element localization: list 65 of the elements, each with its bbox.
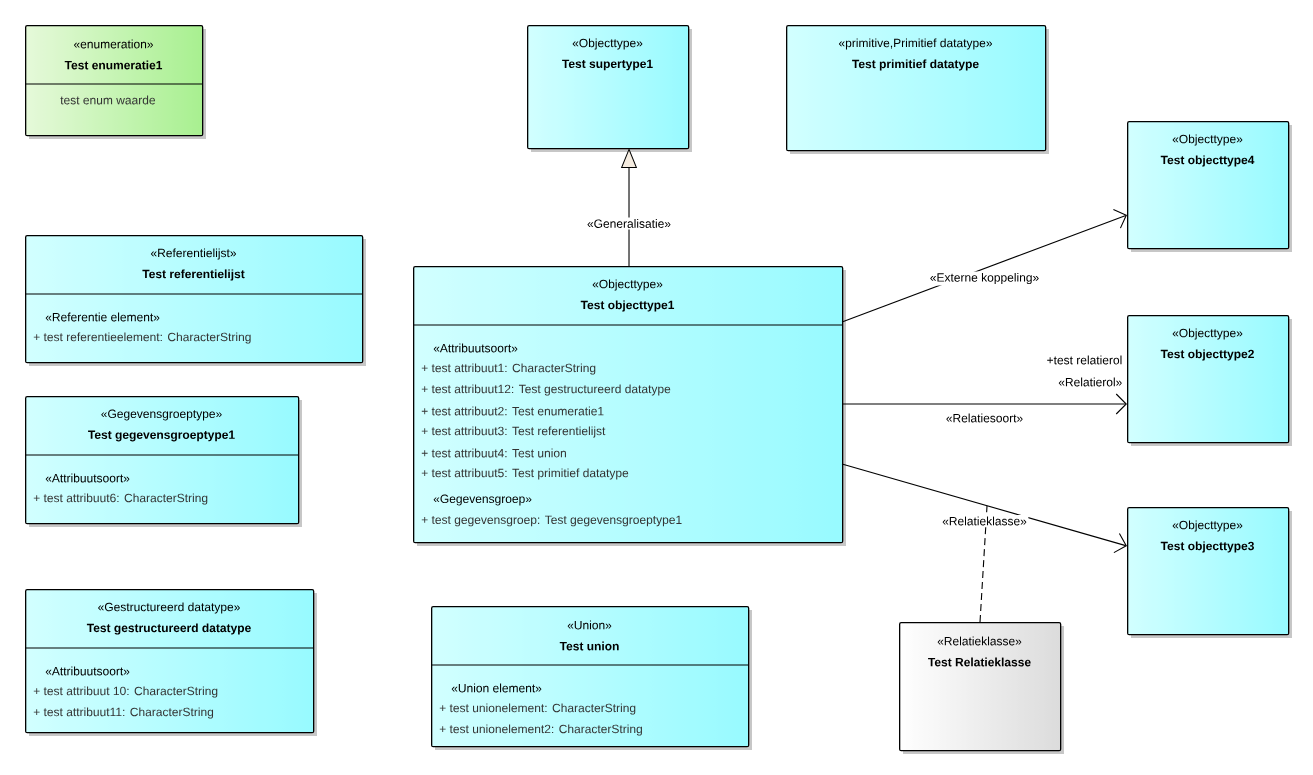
stereotype-label: «Objecttype»	[572, 38, 643, 50]
class-name: Test supertype1	[562, 59, 653, 71]
stereotype-label: «Objecttype»	[1172, 328, 1243, 340]
stereotype-label: «enumeration»	[73, 39, 154, 49]
stereotype-label: «Relatieklasse»	[937, 636, 1022, 646]
attribute-text: + test attribuut12: Test gestructureerd datatype	[421, 384, 671, 396]
compartment-heading: «Referentie element»	[45, 312, 160, 322]
edge-label: «Relatieklasse»	[940, 515, 1029, 527]
edge-label: «Relatiesoort»	[944, 412, 1025, 424]
attribute-text: + test unionelement: CharacterString	[439, 703, 636, 715]
class-name: Test objecttype4	[1160, 155, 1255, 167]
attribute-text: test enum waarde	[60, 95, 156, 105]
class-name: Test gestructureerd datatype	[86, 623, 251, 635]
stereotype-label: «Objecttype»	[1172, 134, 1243, 146]
arrow	[841, 393, 1127, 415]
class-name: Test Relatieklasse	[928, 657, 1031, 667]
stereotype-label: «Referentielijst»	[150, 248, 236, 260]
class-name: Test union	[559, 641, 619, 651]
class-name: Test primitief datatype	[852, 59, 979, 71]
class-box	[24, 235, 366, 366]
class-name: Test enumeratie1	[64, 60, 163, 70]
class-name: Test objecttype2	[1160, 349, 1254, 361]
stereotype-label: «primitive,Primitief datatype»	[838, 38, 992, 50]
stereotype-label: «Union»	[567, 620, 612, 630]
compartment-heading: «Union element»	[451, 683, 542, 693]
class-box	[1127, 315, 1292, 446]
class-box	[24, 25, 206, 139]
class-name: Test referentielijst	[142, 269, 245, 281]
stereotype-label: «Gestructureerd datatype»	[98, 602, 240, 614]
class-box	[24, 396, 302, 527]
stereotype-label: «Gegevensgroeptype»	[101, 409, 222, 421]
class-name: Test objecttype1	[580, 300, 675, 312]
class-box	[412, 266, 846, 546]
class-box	[1127, 121, 1292, 252]
class-box	[527, 25, 692, 152]
role-label: «Relatierol»	[1056, 376, 1124, 388]
attribute-text: + test attribuut5: Test primitief datatype	[421, 468, 629, 480]
stereotype-label: «Objecttype»	[1172, 520, 1243, 532]
edge-label: «Externe koppeling»	[928, 271, 1041, 286]
edge-label: «Generalisatie»	[585, 217, 673, 230]
attribute-text: + test attribuut11: CharacterString	[33, 707, 214, 719]
attribute-text: + test unionelement2: CharacterString	[439, 724, 642, 736]
attribute-text: + test attribuut1: CharacterString	[421, 363, 596, 375]
connector-line	[979, 505, 988, 623]
class-box	[430, 606, 752, 750]
attribute-text: + test attribuut4: Test union	[421, 448, 566, 458]
attribute-text: + test attribuut6: CharacterString	[33, 493, 208, 505]
compartment-heading: «Attribuutsoort»	[45, 666, 130, 676]
compartment-heading: «Gegevensgroep»	[433, 494, 532, 506]
attribute-text: + test attribuut2: Test enumeratie1	[421, 406, 604, 416]
class-box	[786, 25, 1049, 154]
compartment-heading: «Attribuutsoort»	[433, 343, 518, 353]
class-name: Test objecttype3	[1160, 541, 1254, 553]
class-box	[1127, 507, 1292, 638]
attribute-text: + test gegevensgroep: Test gegevensgroeptype1	[421, 515, 682, 527]
class-name: Test gegevensgroeptype1	[88, 430, 235, 442]
attribute-text: + test referentieelement: CharacterString	[33, 332, 251, 344]
attribute-text: + test attribuut 10: CharacterString	[33, 686, 218, 698]
class-box	[24, 589, 317, 736]
class-box	[899, 622, 1064, 754]
attribute-text: + test attribuut3: Test referentielijst	[421, 426, 606, 438]
arrow	[621, 148, 637, 267]
compartment-heading: «Attribuutsoort»	[45, 473, 130, 483]
arrow	[841, 463, 1127, 554]
stereotype-label: «Objecttype»	[592, 279, 663, 291]
